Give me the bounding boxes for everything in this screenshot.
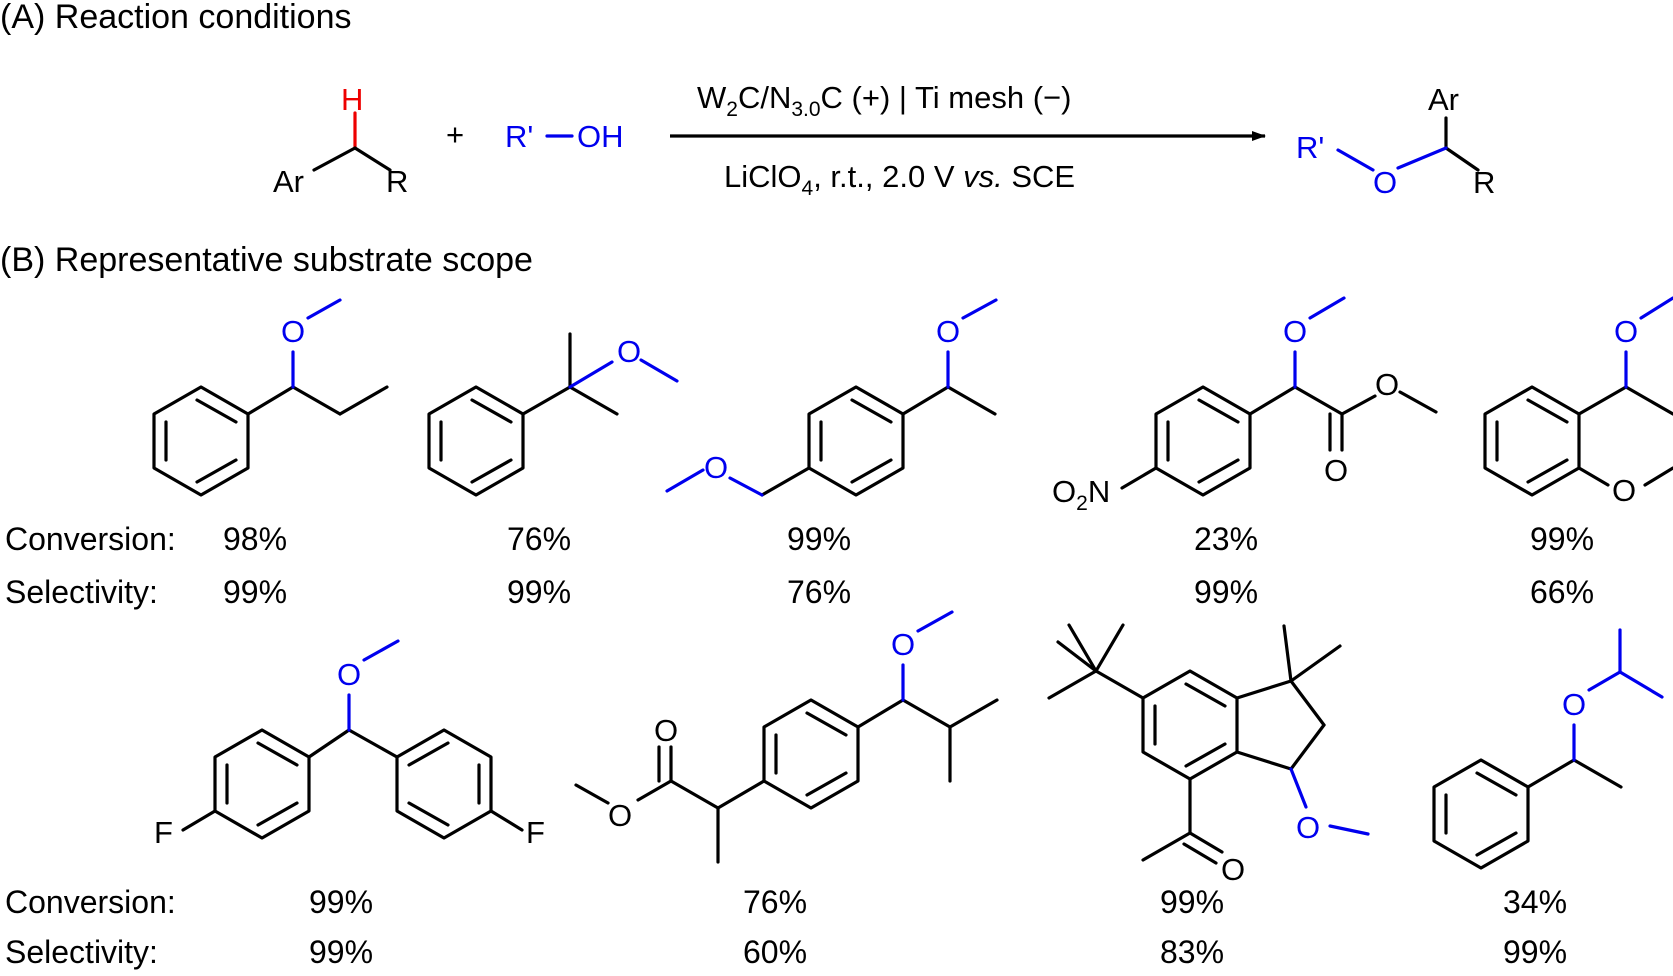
molecule-5: O O (1483, 296, 1673, 508)
mol9-o-atom: O (1562, 687, 1586, 722)
mol9-conversion: 34% (1503, 884, 1567, 920)
product-structure: Ar R O R' (1296, 82, 1495, 200)
mol5-methoxy-o-atom: O (1614, 314, 1638, 349)
alcohol-rprime-label: R' (505, 119, 533, 154)
mol7-o-atom: O (891, 627, 915, 662)
mol7-selectivity: 60% (743, 934, 807, 970)
mol4-ester-o-atom: O (1375, 367, 1399, 402)
mol6-selectivity: 99% (309, 934, 373, 970)
mol8-conversion: 99% (1160, 884, 1224, 920)
mol5-ring-o-atom: O (1612, 473, 1636, 508)
product-r-label: R (1473, 165, 1495, 200)
mol5-conversion: 99% (1530, 521, 1594, 557)
mol7-conversion: 76% (743, 884, 807, 920)
row2-conversion-label: Conversion: (5, 884, 176, 920)
mol8-selectivity: 83% (1160, 934, 1224, 970)
panel-b-title: (B) Representative substrate scope (0, 241, 533, 279)
alcohol-structure: R' OH (505, 119, 624, 154)
product-o-label: O (1373, 165, 1397, 200)
mol2-o-atom: O (617, 334, 641, 369)
mol5-selectivity: 66% (1530, 574, 1594, 610)
row-1-results: Conversion: Selectivity: 98% 99% 76% 99%… (5, 521, 1594, 610)
mol6-f-right-atom: F (526, 815, 545, 850)
conditions-bottom: LiClO4, r.t., 2.0 V vs. SCE (724, 159, 1075, 200)
reactant-r-label: R (386, 164, 408, 199)
molecule-4: O O O O2N (1052, 296, 1438, 515)
alcohol-oh-label: OH (577, 119, 624, 154)
mol4-nitro-group: O2N (1052, 474, 1110, 515)
mol1-conversion: 98% (223, 521, 287, 557)
reactant-h-atom: H (341, 82, 363, 117)
mol9-selectivity: 99% (1503, 934, 1567, 970)
mol2-selectivity: 99% (507, 574, 571, 610)
mol3-o-bottom-atom: O (704, 450, 728, 485)
mol8-o-atom: O (1296, 810, 1320, 845)
molecule-7: O O O (574, 610, 999, 864)
mol3-selectivity: 76% (787, 574, 851, 610)
molecule-2: O (427, 332, 679, 497)
mol7-carbonyl-o-atom: O (654, 713, 678, 748)
panel-a-title: (A) Reaction conditions (0, 0, 352, 36)
plus-sign: + (446, 117, 464, 152)
mol6-conversion: 99% (309, 884, 373, 920)
mol3-conversion: 99% (787, 521, 851, 557)
product-rprime-label: R' (1296, 130, 1324, 165)
mol1-selectivity: 99% (223, 574, 287, 610)
mol4-methoxy-o-atom: O (1283, 314, 1307, 349)
product-ar-label: Ar (1428, 82, 1459, 117)
molecule-3: O O (665, 298, 998, 497)
reactant-structure: H Ar R (273, 82, 408, 199)
molecule-9: O (1432, 628, 1664, 870)
row1-selectivity-label: Selectivity: (5, 574, 158, 610)
conditions-top: W2C/N3.0C (+) | Ti mesh (−) (697, 80, 1071, 121)
row-2-results: Conversion: Selectivity: 99% 99% 76% 60%… (5, 884, 1567, 970)
molecule-8: O O (1047, 623, 1370, 887)
mol4-conversion: 23% (1194, 521, 1258, 557)
mol6-o-atom: O (337, 657, 361, 692)
row1-conversion-label: Conversion: (5, 521, 176, 557)
mol7-ester-o-atom: O (608, 798, 632, 833)
molecule-1: O (152, 298, 389, 497)
mol3-o-top-atom: O (936, 314, 960, 349)
mol2-conversion: 76% (507, 521, 571, 557)
mol4-carbonyl-o-atom: O (1324, 453, 1348, 488)
row2-selectivity-label: Selectivity: (5, 934, 158, 970)
mol4-selectivity: 99% (1194, 574, 1258, 610)
reactant-ar-label: Ar (273, 164, 304, 199)
mol6-f-left-atom: F (154, 815, 173, 850)
mol1-o-atom: O (281, 314, 305, 349)
mol8-carbonyl-o-atom: O (1221, 852, 1245, 887)
molecule-6: F F O (154, 639, 545, 850)
